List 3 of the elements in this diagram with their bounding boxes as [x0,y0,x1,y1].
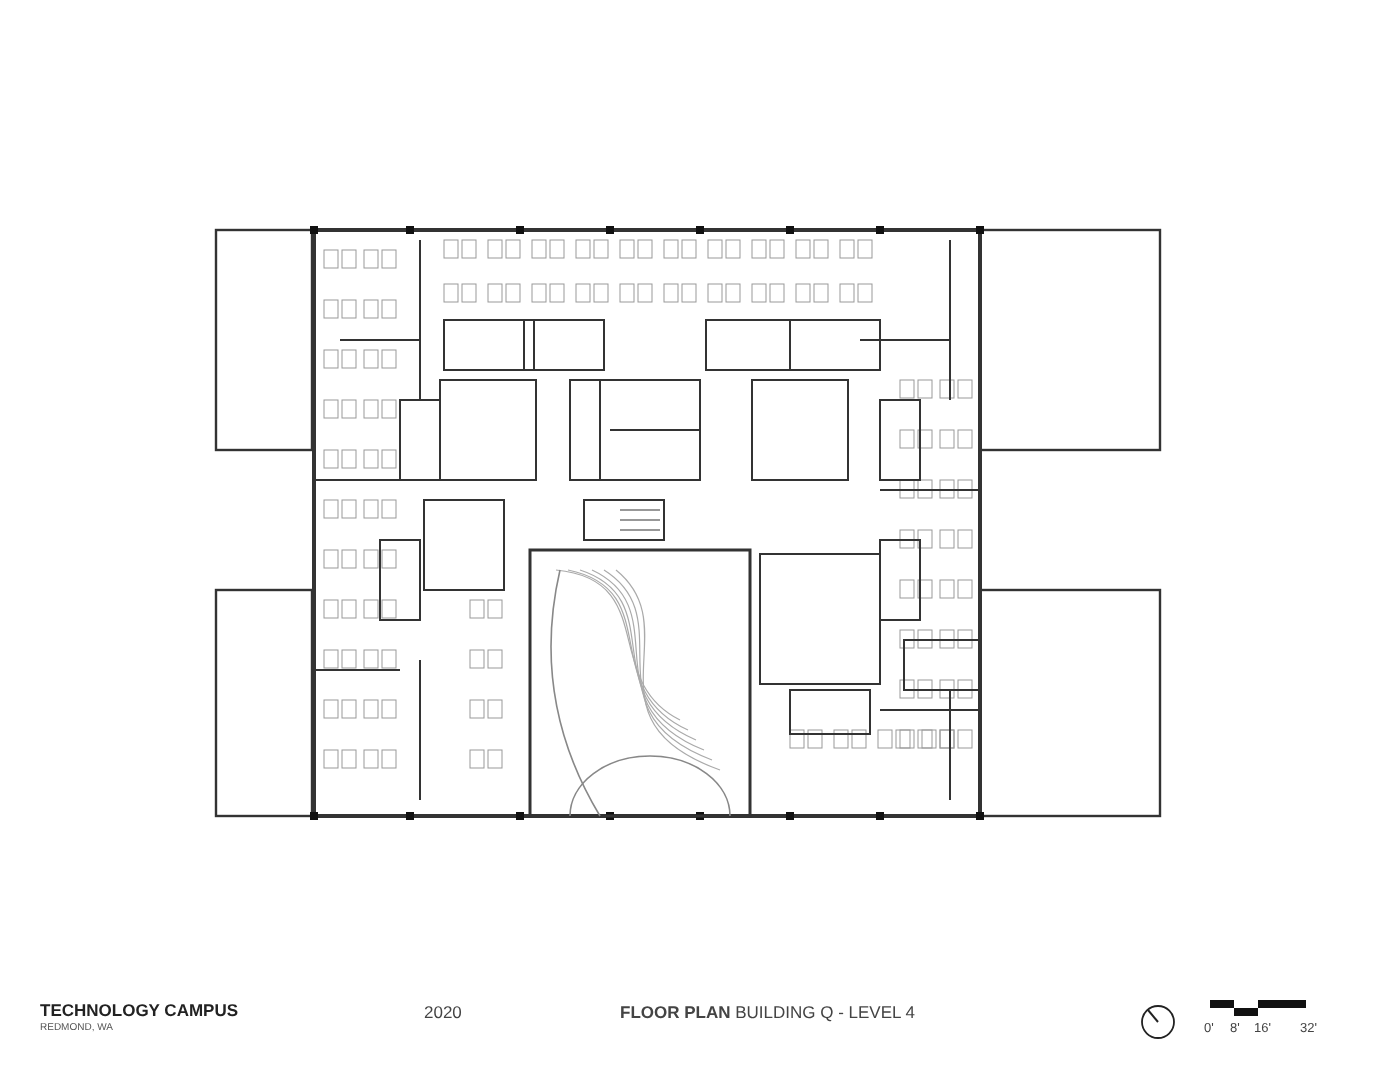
project-name: TECHNOLOGY CAMPUS [40,1000,239,1020]
drawing-title: FLOOR PLAN BUILDING Q - LEVEL 4 [620,1002,916,1022]
year-text: 2020 [424,1002,462,1022]
